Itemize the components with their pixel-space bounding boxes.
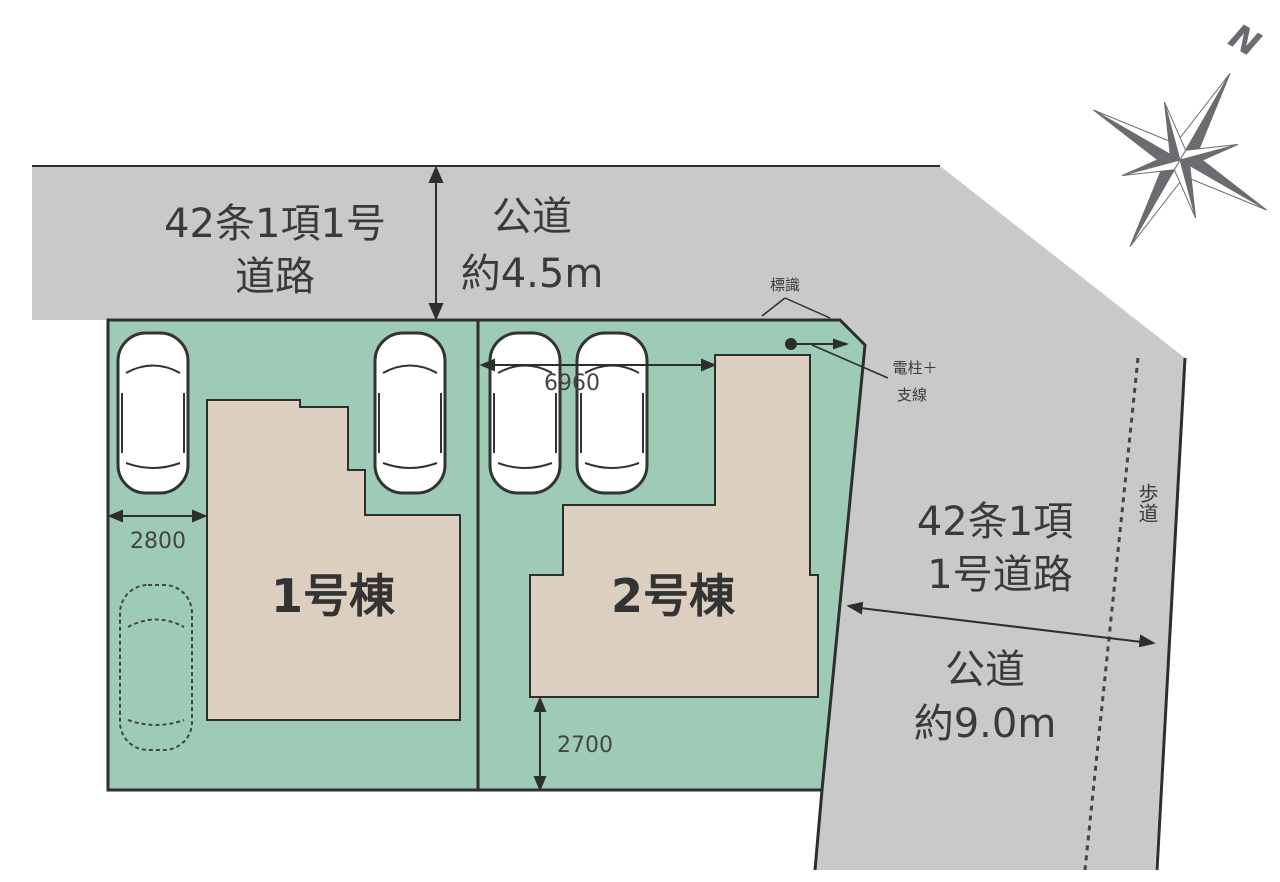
- north-road-kind: 公道: [492, 194, 572, 240]
- building-1-label: 1号棟: [271, 569, 396, 623]
- parking-width-label: 2800: [130, 529, 186, 554]
- north-road-width: 約4.5m: [461, 251, 604, 297]
- north-road-type-2: 道路: [235, 254, 315, 300]
- frontage-label: 6960: [544, 371, 600, 396]
- optional-parking-car: [119, 584, 193, 751]
- east-road-width-arrow: [851, 606, 1151, 644]
- north-road-type: 42条1項1号: [164, 201, 386, 247]
- east-road-type: 42条1項: [917, 499, 1073, 545]
- east-road-kind: 公道: [945, 647, 1025, 693]
- pole-label-1: 電柱＋: [892, 359, 937, 377]
- pole-label-2: 支線: [897, 386, 927, 404]
- setback-label: 2700: [557, 733, 613, 758]
- building-1: [206, 399, 461, 721]
- east-road-width: 約9.0m: [914, 701, 1057, 747]
- sign-leader: [761, 297, 786, 317]
- compass-rose-icon: [1093, 73, 1267, 247]
- parking-car-3: [488, 331, 562, 495]
- road-edge-east: [1155, 357, 1187, 871]
- road-area: [32, 166, 1185, 870]
- road-lot-edge-lower: [813, 789, 824, 871]
- east-road-type-2: 1号道路: [927, 552, 1072, 598]
- parking-car-4: [575, 331, 649, 495]
- compass-north-label: N: [1222, 16, 1267, 65]
- sidewalk-label: 歩道: [1135, 483, 1159, 523]
- building-2-label: 2号棟: [611, 569, 736, 623]
- sign-label: 標識: [770, 276, 800, 294]
- pole-leader: [811, 344, 889, 379]
- parking-car-2: [373, 331, 447, 495]
- parking-car-1: [116, 331, 190, 495]
- building-2: [529, 354, 819, 698]
